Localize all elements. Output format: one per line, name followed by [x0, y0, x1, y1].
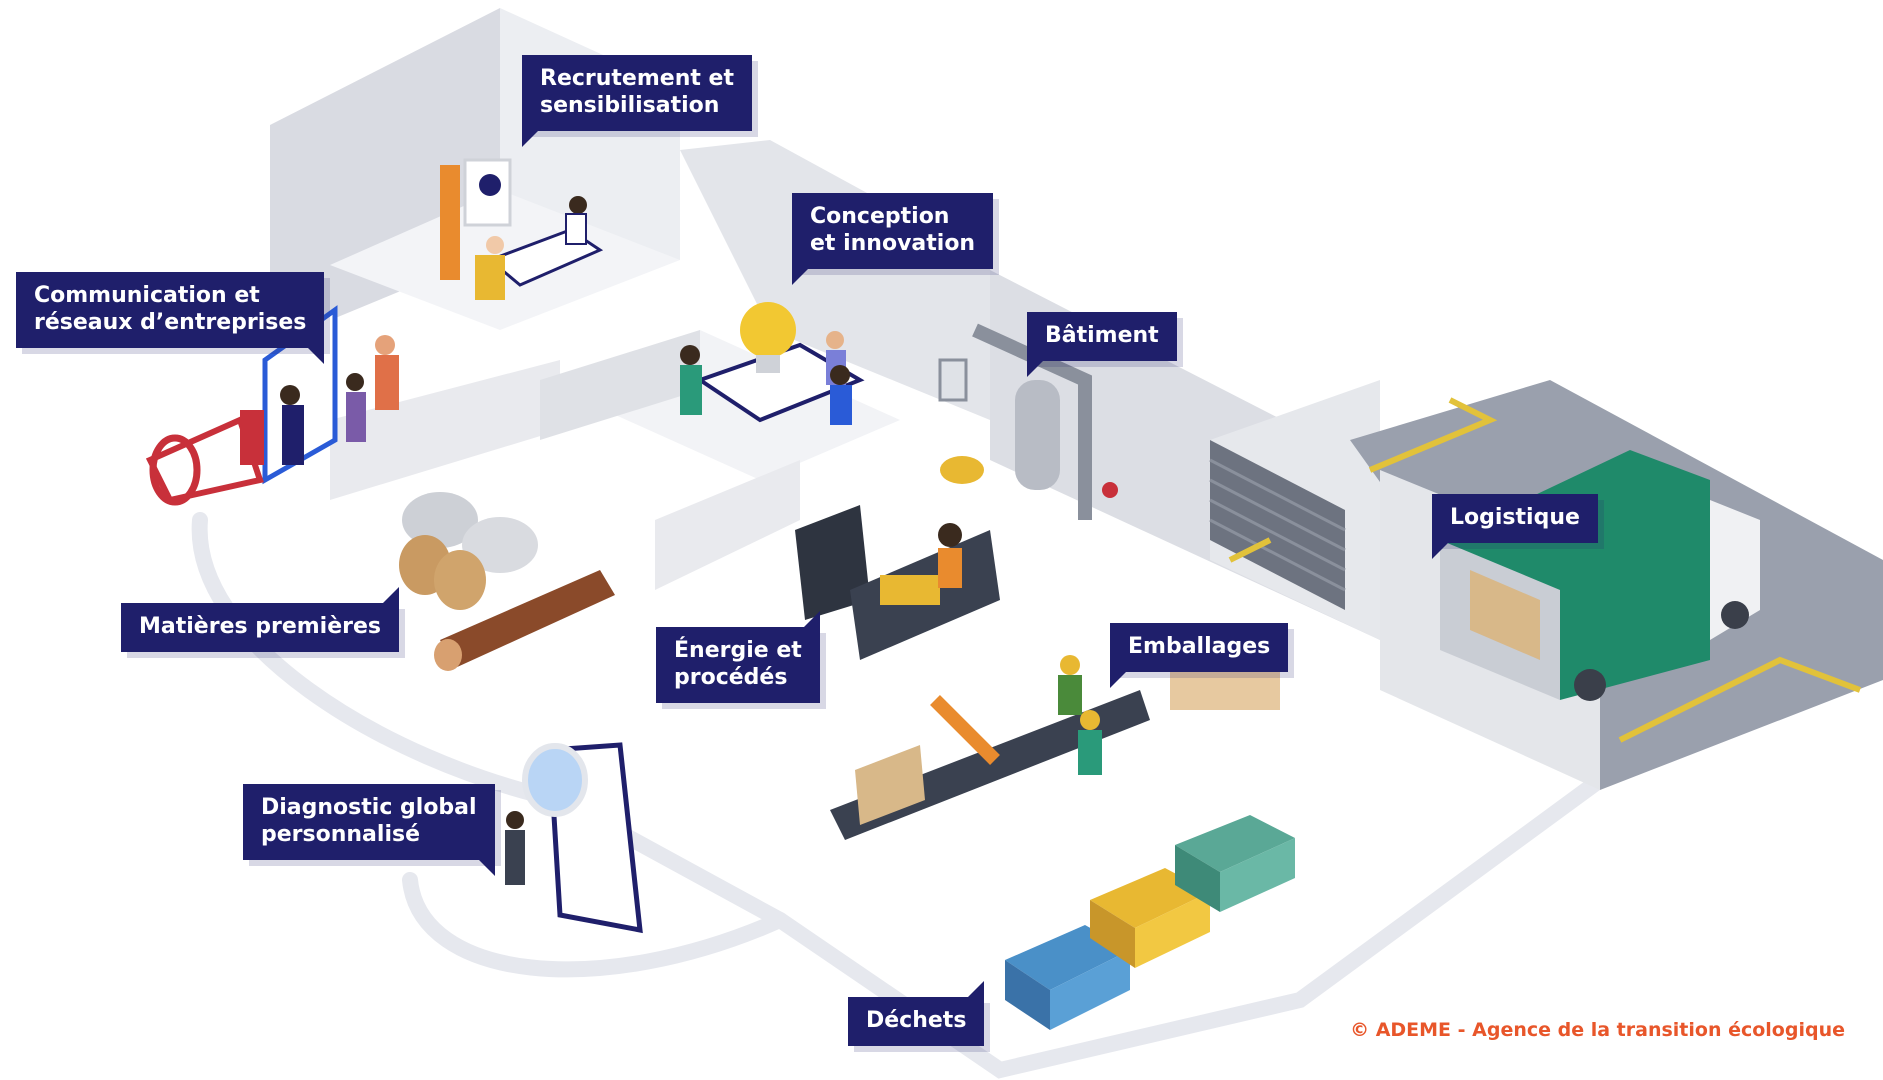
label-recrutement-line1: Recrutement et [540, 66, 734, 91]
energy-machine [795, 505, 1000, 660]
label-diagnostic-line1: Diagnostic global [261, 795, 477, 820]
label-tail [792, 269, 808, 285]
label-communication: Communication et réseaux d’entreprises [16, 272, 325, 364]
label-communication-line2: réseaux d’entreprises [34, 310, 307, 335]
label-matieres-line1: Matières premières [139, 614, 382, 639]
label-recrutement: Recrutement et sensibilisation [522, 55, 752, 147]
label-tail [1432, 543, 1448, 559]
label-tail [1027, 361, 1043, 377]
label-conception-line1: Conception [810, 204, 950, 229]
recycling-bins [1005, 815, 1295, 1030]
label-tail [1110, 672, 1126, 688]
label-batiment: Bâtiment [1027, 312, 1177, 377]
copyright-credit: © ADEME - Agence de la transition écolog… [1350, 1019, 1845, 1041]
packaging-line [830, 650, 1280, 840]
label-energie: Énergie et procédés [656, 611, 820, 703]
label-emballages-line1: Emballages [1128, 634, 1271, 659]
label-tail [968, 981, 985, 997]
label-tail [522, 131, 538, 147]
label-tail [803, 611, 820, 627]
label-dechets: Déchets [848, 981, 985, 1046]
label-energie-line1: Énergie et [674, 638, 802, 663]
label-recrutement-line2: sensibilisation [540, 93, 720, 118]
label-batiment-line1: Bâtiment [1045, 323, 1159, 348]
label-tail [308, 348, 325, 364]
building-utilities [938, 323, 1118, 520]
label-diagnostic-line2: personnalisé [261, 822, 420, 847]
label-emballages: Emballages [1110, 623, 1289, 688]
innovation-scene [680, 302, 865, 425]
label-conception: Conception et innovation [792, 193, 994, 285]
label-diagnostic: Diagnostic global personnalisé [243, 784, 495, 876]
label-logistique: Logistique [1432, 494, 1598, 559]
label-communication-line1: Communication et [34, 283, 260, 308]
label-energie-line2: procédés [674, 665, 788, 690]
label-matieres: Matières premières [121, 587, 400, 652]
label-dechets-line1: Déchets [866, 1008, 967, 1033]
raw-materials [399, 492, 615, 671]
label-logistique-line1: Logistique [1450, 505, 1580, 530]
label-tail [383, 587, 400, 603]
diagnostic-board [505, 742, 643, 934]
label-conception-line2: et innovation [810, 231, 976, 256]
recruitment-scene [440, 158, 604, 300]
label-tail [478, 860, 495, 876]
